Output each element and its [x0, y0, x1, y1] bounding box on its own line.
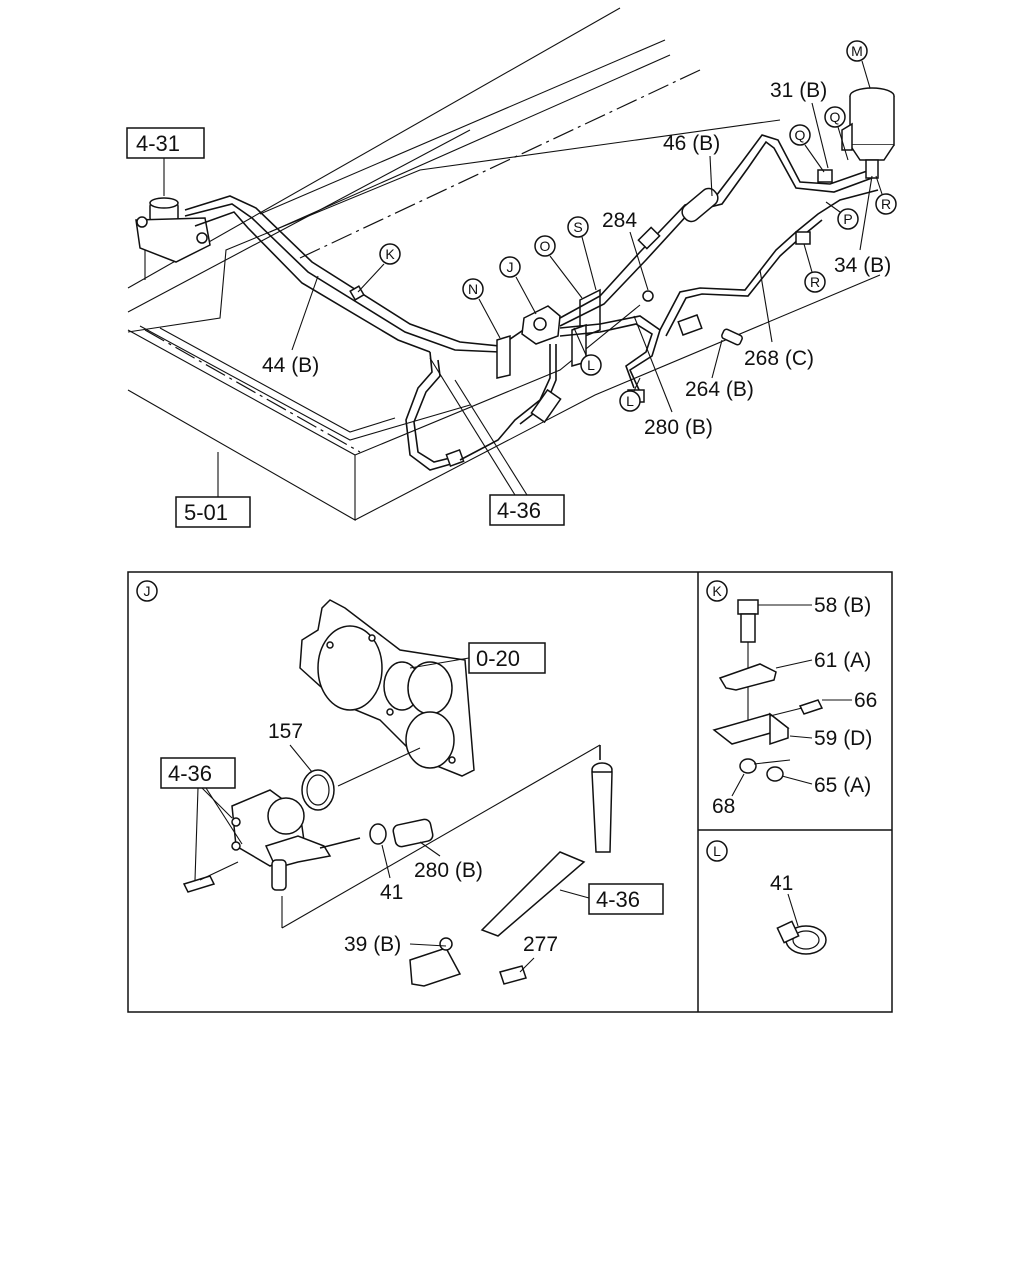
detail-j: J	[136, 580, 613, 987]
part-label-68: 68	[712, 795, 735, 818]
ref-label: 4-36	[497, 498, 541, 523]
svg-text:L: L	[713, 843, 721, 859]
part-label-65a: 65 (A)	[814, 774, 871, 797]
part-label-61a: 61 (A)	[814, 649, 871, 672]
ref-box-4-31[interactable]: 4-31	[126, 127, 205, 159]
ref-label: 4-31	[136, 131, 180, 156]
part-label-39b: 39 (B)	[344, 933, 401, 956]
part-label-34b: 34 (B)	[834, 254, 891, 277]
part-label-31b: 31 (B)	[770, 79, 827, 102]
frame-structure	[127, 7, 881, 521]
ref-box-4-36-left[interactable]: 4-36	[160, 757, 243, 881]
ref-label: 4-36	[168, 761, 212, 786]
svg-text:J: J	[507, 259, 514, 275]
ref-box-0-20[interactable]: 0-20	[409, 642, 546, 674]
circle-callouts-top: M Q Q R P S O J K N R L L	[357, 40, 897, 412]
part-label-264b: 264 (B)	[685, 378, 754, 401]
part-label-59d: 59 (D)	[814, 727, 872, 750]
svg-text:L: L	[626, 393, 634, 409]
part-label-157: 157	[268, 720, 303, 743]
ref-box-4-36-right[interactable]: 4-36	[559, 883, 664, 915]
part-label-280b-top: 280 (B)	[644, 416, 713, 439]
svg-text:Q: Q	[795, 127, 806, 143]
part-label-41: 41	[380, 881, 403, 904]
ref-label: 4-36	[596, 887, 640, 912]
part-label-41-l: 41	[770, 872, 793, 895]
ref-label: 5-01	[184, 500, 228, 525]
reservoir-right	[841, 87, 895, 179]
svg-text:N: N	[468, 281, 478, 297]
svg-text:R: R	[810, 274, 820, 290]
reservoir-left	[135, 158, 211, 280]
pipe-46b	[559, 134, 873, 327]
svg-text:K: K	[712, 583, 722, 599]
svg-text:R: R	[881, 196, 891, 212]
pipe-268c	[559, 189, 879, 403]
ref-box-5-01[interactable]: 5-01	[175, 452, 251, 528]
detail-panel-frame	[127, 571, 893, 1013]
pump-top-view	[459, 288, 601, 461]
svg-text:K: K	[385, 246, 395, 262]
ref-box-4-36-top[interactable]: 4-36	[429, 357, 565, 526]
part-label-58b: 58 (B)	[814, 594, 871, 617]
svg-text:L: L	[587, 357, 595, 373]
svg-text:Q: Q	[830, 109, 841, 125]
ref-label: 0-20	[476, 646, 520, 671]
svg-text:S: S	[573, 219, 582, 235]
detail-l: L	[706, 840, 827, 955]
part-label-280b: 280 (B)	[414, 859, 483, 882]
part-label-44b: 44 (B)	[262, 354, 319, 377]
part-label-66: 66	[854, 689, 877, 712]
detail-k: K	[706, 580, 852, 785]
part-label-46b: 46 (B)	[663, 132, 720, 155]
svg-text:P: P	[843, 211, 852, 227]
svg-text:M: M	[851, 43, 863, 59]
part-label-277: 277	[523, 933, 558, 956]
part-label-268c: 268 (C)	[744, 347, 814, 370]
pipe-44b	[184, 195, 536, 471]
svg-text:J: J	[144, 583, 151, 599]
part-label-284: 284	[602, 209, 637, 232]
svg-text:O: O	[540, 238, 551, 254]
